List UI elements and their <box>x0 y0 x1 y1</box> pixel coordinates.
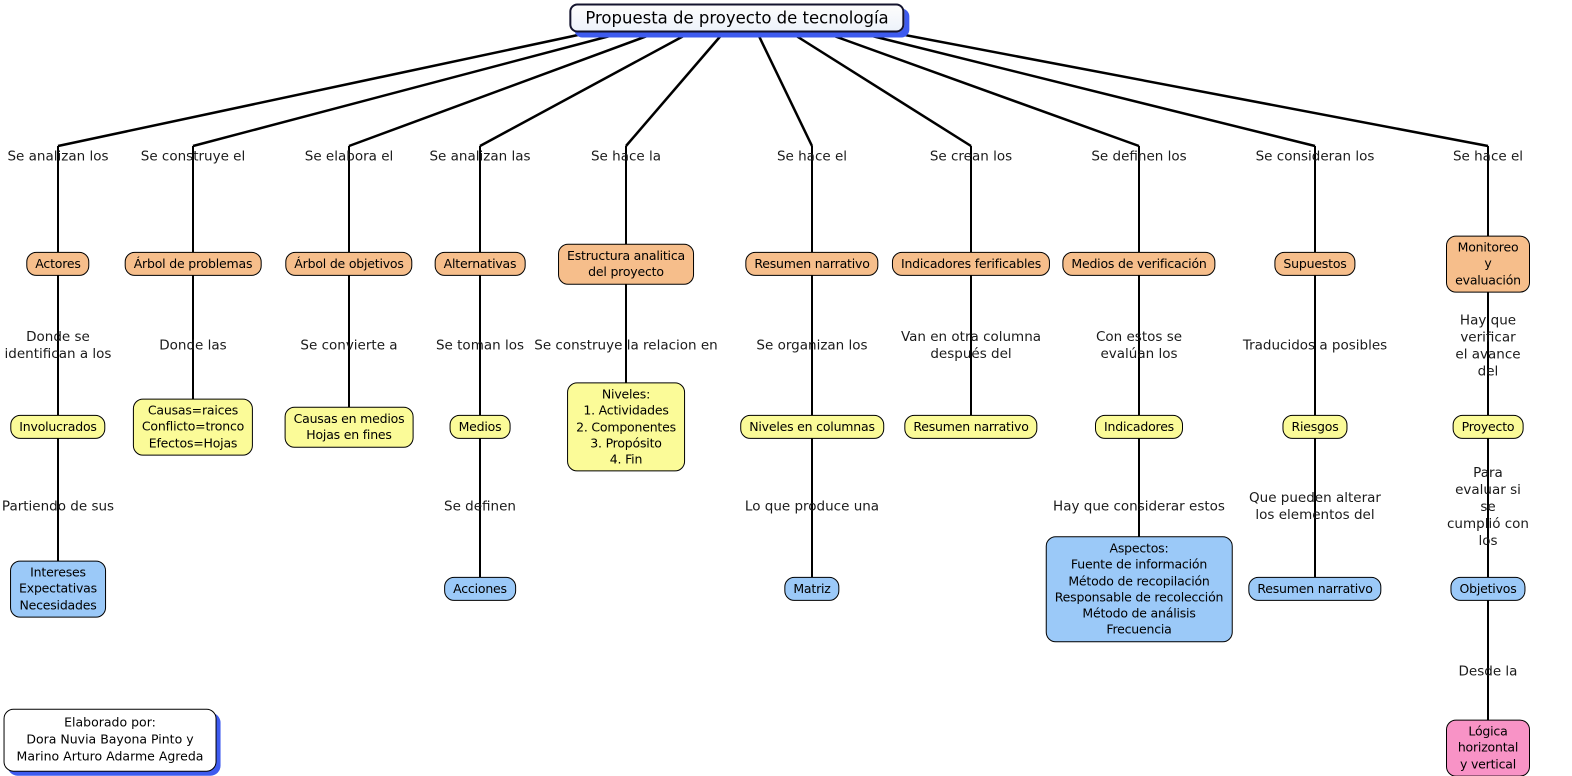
branch-1-fan-line <box>57 30 593 148</box>
branch-2-link2-label[interactable]: Donde las <box>159 337 227 354</box>
branch-10-fan-line <box>888 30 1489 148</box>
branch-8-concept-node[interactable]: Medios de verificación <box>1062 251 1216 277</box>
branch-10-level3-node[interactable]: Objetivos <box>1450 576 1526 602</box>
root-node-title[interactable]: Propuesta de proyecto de tecnología <box>569 3 905 33</box>
branch-6-link3-label[interactable]: Lo que produce una <box>744 498 880 515</box>
branch-1-concept-node[interactable]: Actores <box>26 251 90 277</box>
branch-10-concept-node[interactable]: Monitoreo y evaluación <box>1446 235 1530 293</box>
branch-5-link2-label[interactable]: Se construye la relacion en <box>534 337 718 354</box>
branch-1-level3-node[interactable]: Intereses Expectativas Necesidades <box>10 560 106 618</box>
branch-8-link2-label[interactable]: Con estos se evalúan los <box>1095 329 1183 362</box>
branch-1-link2-label[interactable]: Donde se identifican a los <box>4 329 112 362</box>
branch-3-link1-label[interactable]: Se elabora el <box>304 148 394 165</box>
branch-6-level3-node[interactable]: Matriz <box>784 576 840 602</box>
branch-7-level2-node[interactable]: Resumen narrativo <box>904 414 1038 440</box>
branch-10-link1-label[interactable]: Se hace el <box>1452 148 1524 165</box>
branch-1-link1-label[interactable]: Se analizan los <box>7 148 109 165</box>
branch-9-level3-node[interactable]: Resumen narrativo <box>1248 576 1382 602</box>
branch-9-link1-label[interactable]: Se consideran los <box>1255 148 1375 165</box>
branch-8-fan-line <box>822 30 1140 148</box>
branch-2-link1-label[interactable]: Se construye el <box>140 148 246 165</box>
branch-10-link4-label[interactable]: Desde la <box>1458 663 1518 680</box>
branch-6-fan-line <box>755 31 814 147</box>
branch-5-level2-node[interactable]: Niveles: 1. Actividades 2. Componentes 3… <box>567 382 685 472</box>
branch-3-concept-node[interactable]: Árbol de objetivos <box>285 251 413 277</box>
branch-3-link2-label[interactable]: Se convierte a <box>300 337 398 354</box>
branch-8-level3-node[interactable]: Aspectos: Fuente de información Método d… <box>1045 536 1233 642</box>
branch-10-level4-node[interactable]: Lógica horizontal y vertical <box>1446 719 1530 776</box>
branch-9-concept-node[interactable]: Supuestos <box>1274 251 1356 277</box>
branch-4-link2-label[interactable]: Se toman los <box>435 337 525 354</box>
branch-9-link3-label[interactable]: Que pueden alterar los elementos del <box>1249 490 1381 523</box>
credit-node[interactable]: Elaborado por: Dora Nuvia Bayona Pinto y… <box>3 708 217 772</box>
branch-8-link3-label[interactable]: Hay que considerar estos <box>1053 498 1225 515</box>
branch-4-link1-label[interactable]: Se analizan las <box>429 148 531 165</box>
branch-3-level2-node[interactable]: Causas en medios Hojas en fines <box>284 406 414 448</box>
branch-9-level2-node[interactable]: Riesgos <box>1282 414 1348 440</box>
branch-2-concept-node[interactable]: Árbol de problemas <box>124 251 262 277</box>
branch-1-level2-node[interactable]: Involucrados <box>10 414 106 440</box>
branch-5-fan-line <box>625 31 725 147</box>
branch-10-link3-label[interactable]: Para evaluar si se cumplió con los <box>1447 464 1529 549</box>
branch-8-link1-label[interactable]: Se definen los <box>1091 148 1187 165</box>
branch-9-link2-label[interactable]: Traducidos a posibles <box>1242 337 1388 354</box>
branch-10-link2-label[interactable]: Hay que verificar el avance del <box>1455 312 1521 379</box>
branch-4-fan-line <box>479 30 692 148</box>
branch-4-concept-node[interactable]: Alternativas <box>434 251 526 277</box>
branch-9-fan-line <box>855 30 1316 148</box>
branch-8-level2-node[interactable]: Indicadores <box>1095 414 1183 440</box>
branch-1-link3-label[interactable]: Partiendo de sus <box>1 498 115 515</box>
branch-7-concept-node[interactable]: Indicadores ferificables <box>891 251 1051 277</box>
branch-4-link3-label[interactable]: Se definen <box>444 498 516 515</box>
branch-10-level2-node[interactable]: Proyecto <box>1452 414 1524 440</box>
branch-7-link1-label[interactable]: Se crean los <box>929 148 1013 165</box>
branch-4-level3-node[interactable]: Acciones <box>444 576 516 602</box>
branch-3-fan-line <box>348 30 659 148</box>
branch-5-concept-node[interactable]: Estructura analitica del proyecto <box>558 243 694 285</box>
branch-6-link1-label[interactable]: Se hace el <box>776 148 848 165</box>
branch-6-concept-node[interactable]: Resumen narrativo <box>745 251 879 277</box>
branch-7-link2-label[interactable]: Van en otra columna después del <box>900 329 1042 362</box>
branch-7-fan-line <box>789 30 972 148</box>
branch-2-fan-line <box>192 30 626 148</box>
branch-4-level2-node[interactable]: Medios <box>449 414 511 440</box>
branch-5-link1-label[interactable]: Se hace la <box>590 148 662 165</box>
branch-6-link2-label[interactable]: Se organizan los <box>756 337 868 354</box>
branch-6-level2-node[interactable]: Niveles en columnas <box>740 414 884 440</box>
branch-2-level2-node[interactable]: Causas=raices Conflicto=tronco Efectos=H… <box>132 398 254 456</box>
